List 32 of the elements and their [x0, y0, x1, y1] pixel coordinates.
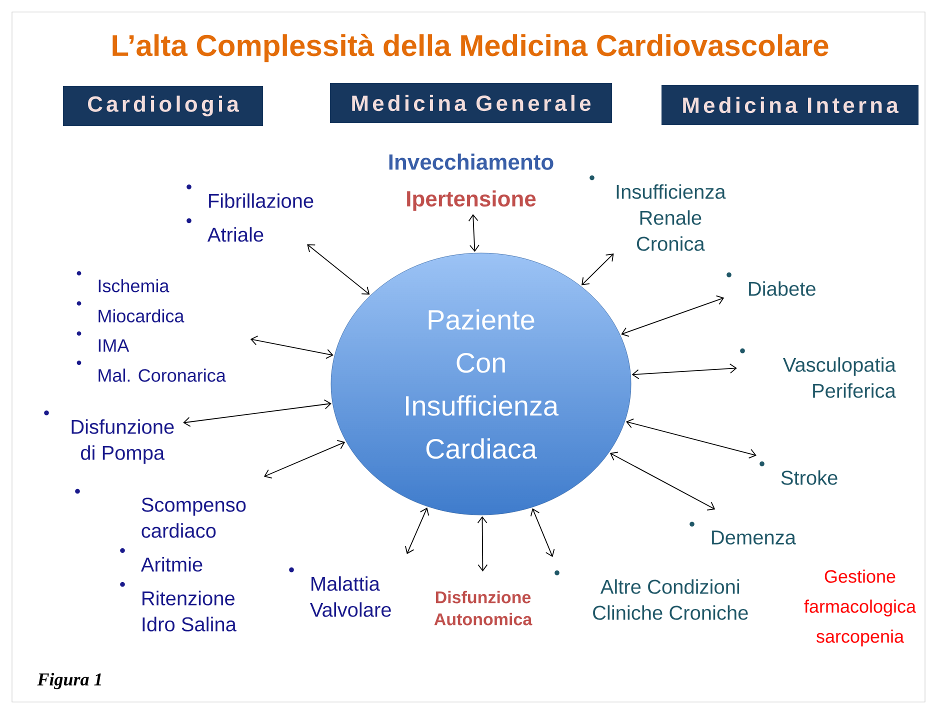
- double-arrow: [264, 440, 346, 479]
- double-arrow: [530, 508, 555, 558]
- condition-text: Disfunzione di Pompa: [44, 410, 174, 464]
- double-arrow: [468, 214, 480, 252]
- condition-text: Invecchiamento Ipertensione: [389, 154, 554, 211]
- condition-text: Diabete: [726, 272, 816, 296]
- condition-text: Fibrillazione Atriale: [186, 184, 314, 242]
- double-arrow: [632, 364, 737, 380]
- figure-label: Figura 1: [37, 672, 101, 690]
- condition-text: Scompenso cardiaco Aritmie Ritenzione Idro Salina: [75, 488, 246, 632]
- double-arrow: [183, 399, 332, 427]
- condition-text: Altre Condizioni Cliniche Croniche: [554, 570, 748, 620]
- title: L’alta Complessità della Medicina Cardiovascolare: [112, 34, 828, 62]
- condition-text: Malattia Valvolare: [289, 567, 391, 617]
- double-arrow: [405, 508, 430, 554]
- condition-text: Stroke: [760, 461, 838, 485]
- condition-text: Demenza: [690, 522, 796, 545]
- double-arrow: [307, 244, 370, 295]
- double-arrow: [610, 452, 716, 511]
- note: Gestione farmacologica sarcopenia: [804, 570, 916, 646]
- double-arrow: [626, 418, 756, 459]
- header-box: Cardiologia: [63, 86, 263, 126]
- double-arrow: [582, 254, 614, 286]
- double-arrow: [621, 295, 724, 337]
- condition-text: Ischemia Miocardica IMA Mal. Coronarica: [76, 271, 226, 382]
- double-arrow: [477, 516, 488, 572]
- condition-text: Disfunzione Autonomica: [434, 590, 532, 626]
- header-box: Medicina Interna: [662, 85, 918, 125]
- condition-text: Insufficienza Renale Cronica: [590, 175, 726, 251]
- condition-text: Vasculopatia Periferica: [740, 348, 896, 398]
- header-box: Medicina Generale: [330, 83, 612, 123]
- double-arrow: [250, 336, 334, 359]
